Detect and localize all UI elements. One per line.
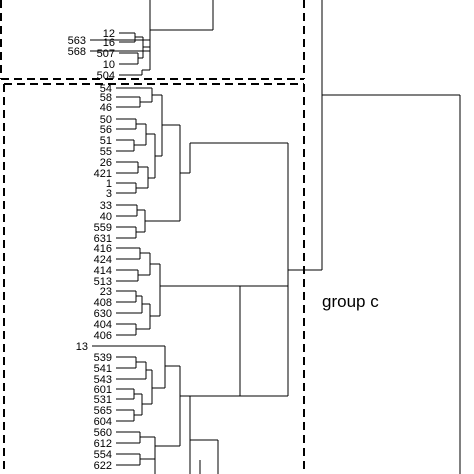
leaf-label: 604 [94,416,112,428]
leaf-label: 563 [68,35,86,47]
leaf-label: 568 [68,46,86,58]
leaf-label: 601 [94,384,112,396]
leaf-label: 16 [103,37,115,49]
leaf-label: 504 [97,70,115,82]
leaf-label: 507 [97,48,115,60]
leaf-label: 10 [103,59,115,71]
leaf-label: 40 [100,211,112,223]
leaf-label: 630 [94,308,112,320]
dendrogram-branches [90,0,461,474]
leaf-label: 612 [94,438,112,450]
leaf-label: 12 [103,28,115,40]
leaf-label: 51 [100,135,112,147]
leaf-label: 50 [100,114,112,126]
leaf-label: 3 [106,188,112,200]
leaf-label: 631 [94,233,112,245]
group-boxes [0,0,305,474]
leaf-label: 554 [94,449,112,461]
leaf-label: 406 [94,330,112,342]
leaf-label: 23 [100,286,112,298]
leaf-label: 33 [100,200,112,212]
leaf-label: 408 [94,297,112,309]
leaf-label: 26 [100,157,112,169]
leaf-label: 54 [100,83,112,95]
leaf-label: 565 [94,405,112,417]
group-c-label: group c [322,292,379,311]
leaf-label: 560 [94,427,112,439]
leaf-label: 414 [94,265,112,277]
leaf-label: 424 [94,254,112,266]
leaf-label: 404 [94,319,112,331]
leaf-label: 58 [100,92,112,104]
leaf-label: 13 [76,341,88,353]
leaf-label: 46 [100,102,112,114]
leaf-label: 531 [94,394,112,406]
leaf-label: 543 [94,374,112,386]
leaf-label: 416 [94,243,112,255]
leaf-label: 421 [94,168,112,180]
leaf-label: 541 [94,363,112,375]
leaf-labels: 5635681216507105045458465056515526421133… [68,28,115,472]
leaf-label: 1 [106,178,112,190]
leaf-label: 56 [100,124,112,136]
leaf-label: 55 [100,146,112,158]
leaf-label: 539 [94,352,112,364]
leaf-label: 513 [94,276,112,288]
leaf-label: 622 [94,460,112,472]
leaf-label: 559 [94,222,112,234]
